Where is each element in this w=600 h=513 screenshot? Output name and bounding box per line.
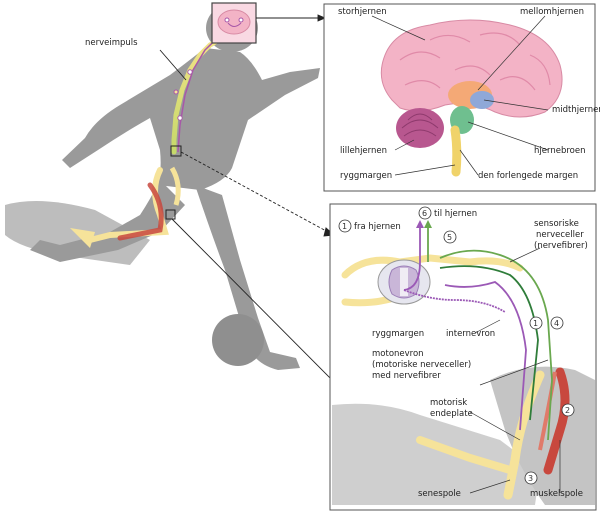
marker-1: 1 — [533, 319, 538, 328]
label-to-brain: til hjernen — [434, 209, 477, 219]
nerve-impulse-label: nerveimpuls — [85, 38, 138, 48]
label-motor-2: (motoriske nerveceller) — [372, 360, 471, 370]
brain-panel: storhjernen mellomhjernen midthjernen li… — [323, 3, 600, 192]
label-motor-3: med nervefibrer — [372, 371, 441, 381]
label-interneuron: internevron — [446, 329, 495, 339]
brain-inset-box — [211, 2, 257, 44]
label-endplate-1: motorisk — [430, 398, 467, 408]
label-diencephalon: mellomhjernen — [520, 7, 584, 17]
leg-anatomy — [70, 166, 181, 248]
label-sensory-3: (nervefibrer) — [534, 241, 588, 251]
label-sensory-2: nerveceller — [536, 230, 584, 240]
marker-6: 6 — [422, 209, 427, 218]
label-midbrain: midthjernen — [552, 105, 600, 115]
spinal-panel: 1 6 5 1 4 2 3 fra hjernen til hjernen se… — [329, 203, 597, 511]
marker-5: 5 — [447, 233, 452, 242]
marker-3: 3 — [528, 474, 533, 483]
label-pons: hjernebroen — [534, 146, 585, 156]
label-cerebellum: lillehjernen — [340, 146, 387, 156]
label-motor-1: motonevron — [372, 349, 424, 359]
label-medulla: den forlengede margen — [478, 171, 578, 181]
label-spinal-cord-brain: ryggmargen — [340, 171, 392, 181]
marker-1-from-brain: 1 — [342, 222, 347, 231]
leg-marker-box — [165, 209, 176, 220]
label-endplate-2: endeplate — [430, 409, 473, 419]
marker-2: 2 — [565, 406, 570, 415]
label-spinal-cord-section: ryggmargen — [372, 329, 424, 339]
label-tendon-spindle: senespole — [418, 489, 461, 499]
spinal-marker-box — [170, 145, 182, 157]
player-silhouette — [5, 4, 320, 370]
label-from-brain: fra hjernen — [354, 222, 401, 232]
label-muscle-spindle: muskelspole — [530, 489, 583, 499]
label-cerebrum: storhjernen — [338, 7, 387, 17]
marker-4: 4 — [554, 319, 559, 328]
label-sensory-1: sensoriske — [534, 219, 579, 229]
